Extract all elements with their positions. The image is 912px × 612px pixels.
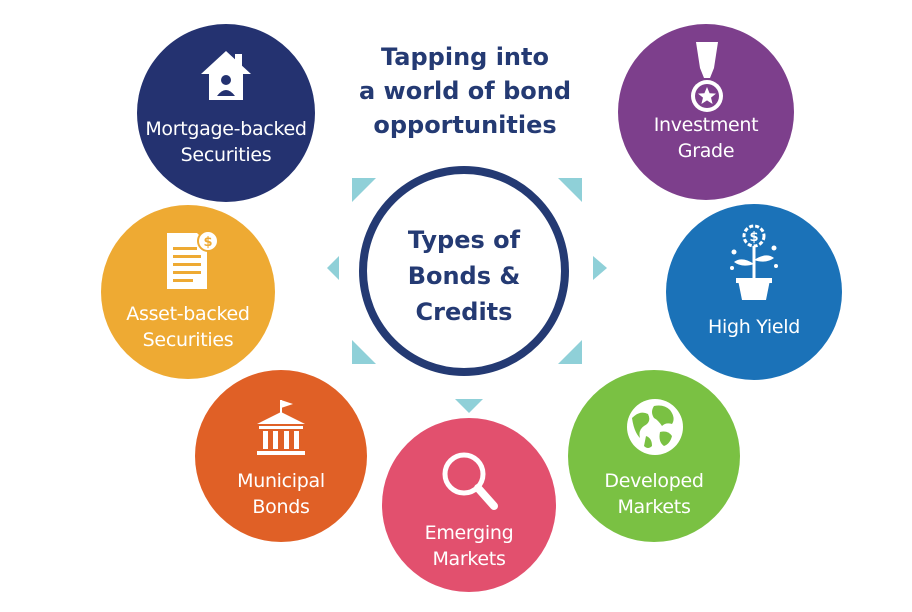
category-asset-backed-securities[interactable]: $ Asset-backed Securities bbox=[101, 205, 275, 379]
municipal-label: Municipal Bonds bbox=[237, 470, 325, 518]
house-icon bbox=[201, 51, 251, 100]
center-title: Types of Bonds & Credits bbox=[369, 222, 559, 330]
magnifier-icon bbox=[442, 452, 498, 510]
arrow-down-left bbox=[352, 340, 376, 364]
government-building-icon bbox=[257, 400, 305, 455]
arrow-left bbox=[327, 256, 339, 280]
svg-text:$: $ bbox=[749, 230, 758, 245]
category-investment-grade[interactable]: Investment Grade bbox=[618, 24, 794, 200]
headline-line-1: Tapping into bbox=[381, 43, 549, 71]
svg-text:$: $ bbox=[203, 235, 212, 250]
arrow-up-right bbox=[558, 178, 582, 202]
arrow-down-right bbox=[558, 340, 582, 364]
center-title-line-2: Bonds & bbox=[407, 262, 521, 290]
emerging-label: Emerging Markets bbox=[424, 522, 514, 570]
center-title-line-3: Credits bbox=[415, 298, 513, 326]
globe-icon bbox=[627, 399, 683, 455]
asset-backed-label: Asset-backed Securities bbox=[126, 303, 250, 351]
category-high-yield[interactable]: $ High Yield bbox=[666, 204, 842, 380]
arrow-right bbox=[593, 256, 607, 280]
category-developed-markets[interactable]: Developed Markets bbox=[568, 370, 740, 542]
medal-icon bbox=[691, 42, 723, 112]
category-mortgage-backed-securities[interactable]: Mortgage-backed Securities bbox=[137, 24, 315, 202]
headline-line-3: opportunities bbox=[373, 111, 557, 139]
arrow-down bbox=[455, 399, 483, 413]
developed-label: Developed Markets bbox=[604, 470, 704, 518]
category-municipal-bonds[interactable]: Municipal Bonds bbox=[195, 370, 367, 542]
arrow-up-left bbox=[352, 178, 376, 202]
mortgage-backed-label: Mortgage-backed Securities bbox=[145, 118, 307, 166]
center-ring bbox=[359, 166, 569, 376]
headline-line-2: a world of bond bbox=[358, 77, 572, 105]
high-yield-label: High Yield bbox=[708, 316, 800, 338]
diagram-headline: Tapping into a world of bond opportuniti… bbox=[340, 40, 590, 142]
center-title-line-1: Types of bbox=[407, 226, 521, 254]
category-emerging-markets[interactable]: Emerging Markets bbox=[382, 418, 556, 592]
document-dollar-icon: $ bbox=[167, 230, 219, 289]
investment-grade-label: Investment Grade bbox=[653, 114, 759, 162]
money-plant-icon: $ bbox=[730, 224, 778, 300]
